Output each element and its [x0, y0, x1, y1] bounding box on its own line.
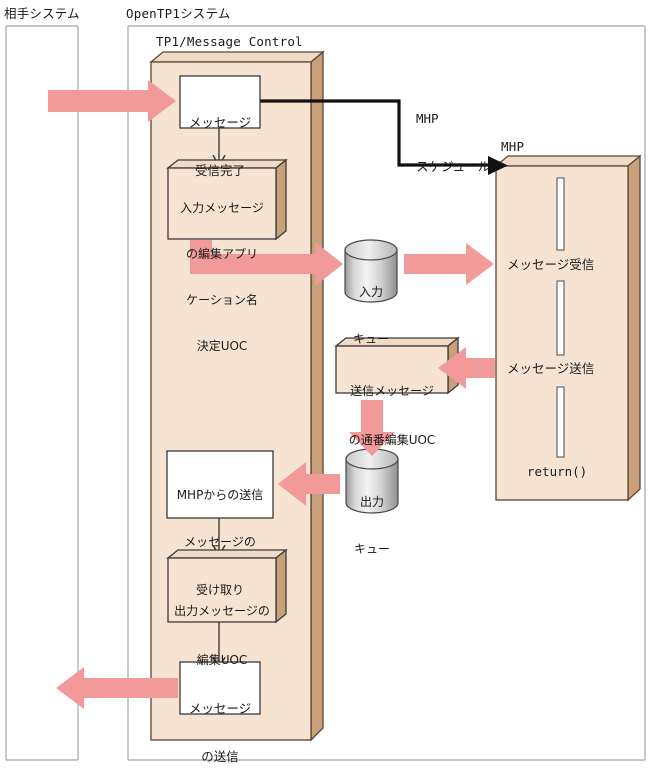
node-label-output-message-uoc: 出力メッセージの 編集UOC — [165, 571, 279, 701]
arrow-peer-to-tp1-inbound — [48, 80, 176, 122]
frame-label-opentp1-system: OpenTP1システム — [126, 6, 231, 21]
node-receive-from-mhp — [166, 450, 274, 519]
node-line: の送信 — [201, 749, 239, 765]
node-line: 出力 — [359, 495, 384, 510]
node-label-mhp-message-send: メッセージ送信 — [507, 361, 595, 376]
node-label-input-queue: 入力 キュー — [345, 254, 397, 379]
node-label-mhp-message-receive: メッセージ受信 — [507, 257, 595, 272]
node-output-queue — [345, 448, 399, 514]
frame-label-peer-system: 相手システム — [4, 6, 80, 21]
node-line: 入力 — [358, 285, 383, 300]
container-label-tp1-message-control: TP1/Message Control — [156, 34, 303, 49]
node-message-send — [179, 661, 261, 715]
node-label-receive-from-mhp: MHPからの送信 メッセージの 受け取り — [167, 456, 273, 630]
node-line: 編集UOC — [196, 652, 248, 667]
node-label-output-queue: 出力 キュー — [346, 464, 398, 589]
node-label-input-message-uoc: 入力メッセージ の編集アプリ ケーション名 決定UOC — [166, 171, 278, 384]
node-line: 送信メッセージ — [350, 384, 434, 399]
node-line: 受信完了 — [194, 163, 245, 179]
node-label-send-message-uoc: 送信メッセージ の通番編集UOC — [336, 351, 448, 481]
connector-mhp-schedule — [259, 99, 508, 175]
container-mhp — [494, 154, 642, 502]
node-line: 決定UOC — [196, 338, 248, 353]
arrow-tp1-to-peer-outbound — [56, 667, 178, 709]
frame-opentp1-system — [127, 25, 646, 761]
node-line: キュー — [352, 331, 389, 346]
node-label-mhp-return: return() — [527, 464, 588, 479]
container-label-mhp: MHP — [501, 139, 525, 154]
node-line: メッセージ — [188, 700, 252, 716]
node-line: メッセージの — [184, 535, 256, 550]
node-line: MHPからの送信 — [176, 487, 264, 502]
annotation-mhp-schedule-line2: スケジュール — [416, 159, 491, 175]
annotation-mhp-schedule: MHP スケジュール — [416, 80, 490, 205]
node-line: 受け取り — [195, 582, 244, 597]
node-input-message-uoc — [166, 158, 288, 241]
node-message-receive-complete — [179, 75, 261, 129]
arrow-mhp-send-to-senduoc — [438, 347, 495, 389]
node-label-message-receive-complete: メッセージ 受信完了 — [180, 82, 260, 212]
node-line: キュー — [353, 541, 390, 556]
node-input-queue — [344, 239, 398, 303]
arrow-outputqueue-to-receive — [278, 462, 340, 506]
arrow-inputuoc-to-inputqueue — [190, 240, 343, 286]
node-output-message-uoc — [166, 548, 288, 624]
node-send-message-uoc — [334, 336, 460, 395]
arrow-inputqueue-to-mhp-receive — [404, 243, 494, 285]
node-label-message-send: メッセージ の送信 — [180, 668, 260, 769]
node-line: メッセージ — [188, 114, 252, 130]
node-line: 入力メッセージ — [180, 201, 264, 216]
frame-peer-system — [5, 25, 79, 761]
arrow-senduoc-to-outputqueue — [349, 400, 395, 456]
node-line: 出力メッセージの — [174, 604, 270, 619]
node-line: の編集アプリ — [185, 247, 258, 262]
node-line: の通番編集UOC — [348, 432, 436, 447]
node-line: ケーション名 — [186, 292, 258, 307]
annotation-mhp-schedule-line1: MHP — [416, 110, 439, 126]
